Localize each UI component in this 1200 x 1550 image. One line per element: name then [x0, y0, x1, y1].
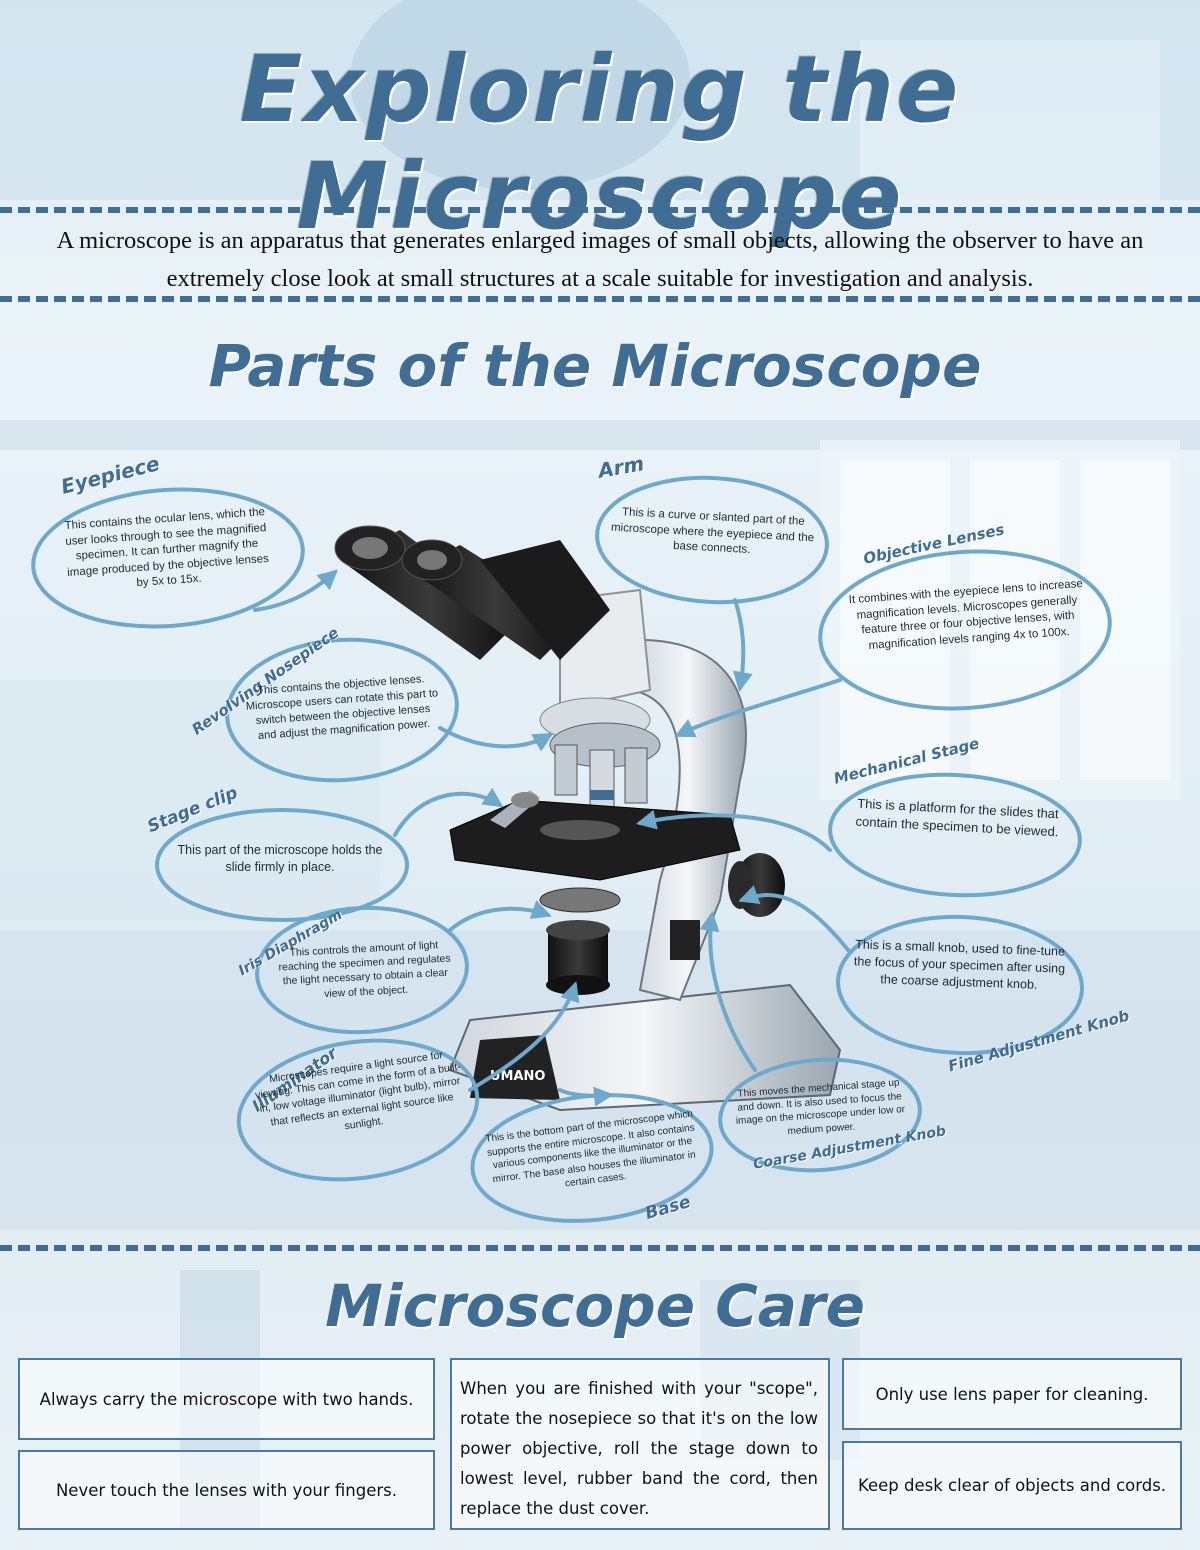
desc-fine-adjustment-knob: This is a small knob, used to fine-tune … — [853, 937, 1066, 992]
bubbles — [31, 475, 1112, 1223]
desc-iris-diaphragm: This controls the amount of light reachi… — [278, 939, 451, 1000]
arrows — [253, 569, 850, 1107]
divider-care — [0, 1245, 1200, 1251]
intro-text: A microscope is an apparatus that genera… — [56, 227, 1144, 292]
brand-label: UMANO — [490, 1069, 546, 1084]
care-tip-3: When you are finished with your "scope",… — [450, 1358, 830, 1530]
desc-stage-clip: This part of the microscope holds the sl… — [177, 843, 383, 874]
care-tip-1: Always carry the microscope with two han… — [18, 1358, 435, 1440]
care-tip-4: Only use lens paper for cleaning. — [842, 1358, 1182, 1430]
desc-eyepiece: This contains the ocular lens, which the… — [64, 506, 270, 590]
divider-top — [0, 207, 1200, 213]
parts-heading: Parts of the Microscope — [208, 332, 982, 400]
page-title: Exploring the Microscope — [239, 36, 961, 250]
care-tip-2: Never touch the lenses with your fingers… — [18, 1450, 435, 1530]
divider-intro — [0, 296, 1200, 302]
care-heading: Microscope Care — [325, 1272, 865, 1340]
care-tip-5: Keep desk clear of objects and cords. — [842, 1441, 1182, 1530]
microscope-image: UMANO — [334, 525, 842, 1112]
